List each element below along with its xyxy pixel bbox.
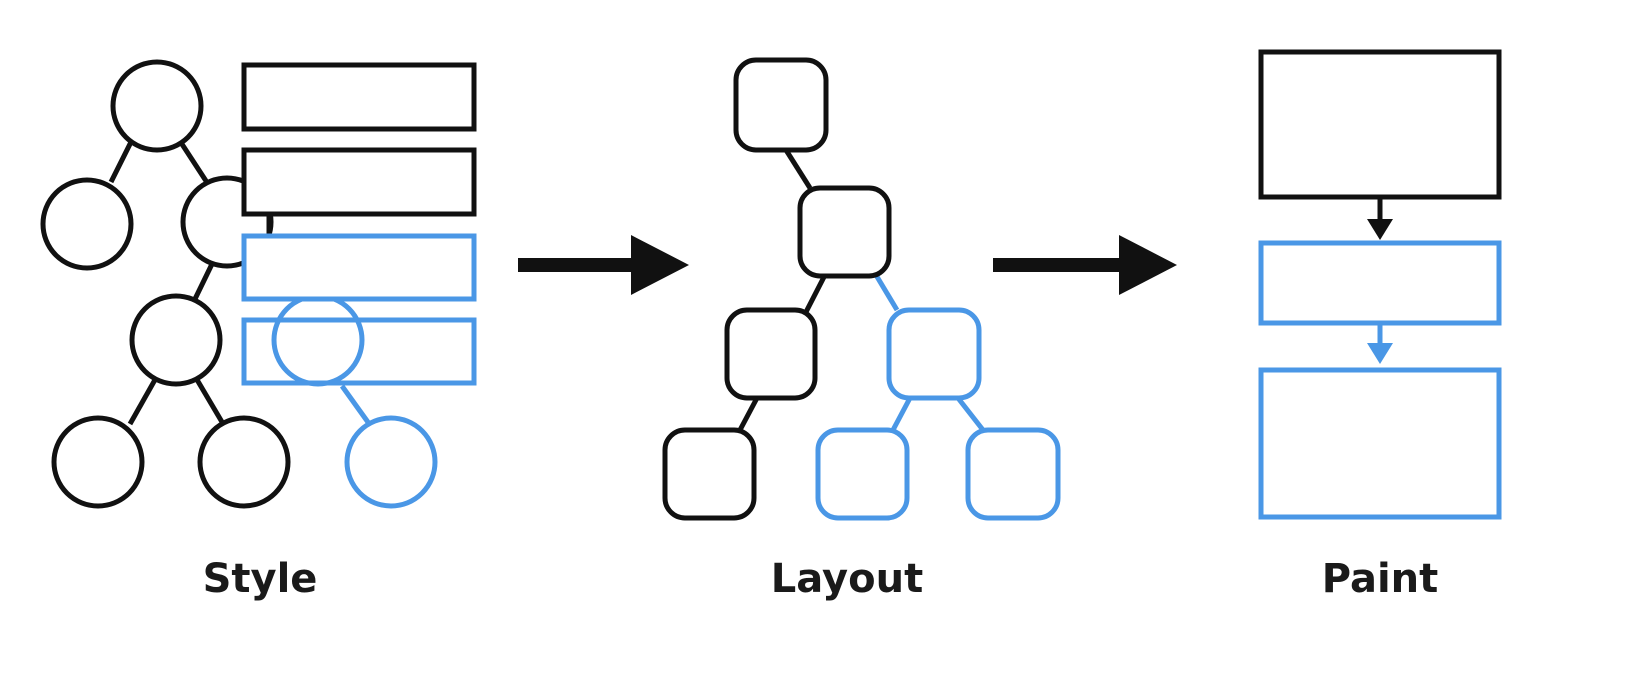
layout-node-highlighted xyxy=(815,427,910,521)
layout-box-tree xyxy=(662,57,1061,521)
layout-node xyxy=(733,57,829,153)
tree-edge xyxy=(175,136,211,186)
paint-stage: Paint xyxy=(1258,49,1502,602)
stage-label-style: Style xyxy=(203,556,318,602)
arrow-down-icon xyxy=(1367,343,1393,364)
tree-edge xyxy=(803,273,828,314)
style-rule-box xyxy=(241,147,477,217)
layout-tree-edges-highlighted xyxy=(873,273,985,432)
tree-node xyxy=(110,59,204,153)
stage-label-paint: Paint xyxy=(1322,556,1439,602)
tree-node xyxy=(129,293,223,387)
tree-node xyxy=(51,415,145,509)
tree-edge xyxy=(193,376,225,424)
arrow-right-icon xyxy=(518,235,689,295)
tree-edge xyxy=(956,396,985,432)
tree-node-highlighted xyxy=(344,415,438,509)
tree-node xyxy=(40,177,134,271)
tree-edge xyxy=(108,136,136,184)
tree-edge xyxy=(890,396,913,432)
stage-label-layout: Layout xyxy=(771,556,923,602)
tree-edge-highlighted xyxy=(339,384,373,427)
layout-node xyxy=(724,307,818,401)
paint-record-box xyxy=(1258,49,1502,200)
arrow-right-icon xyxy=(993,235,1177,295)
style-rule-box xyxy=(241,62,477,132)
style-rules xyxy=(241,62,477,386)
tree-edge xyxy=(737,396,760,432)
style-rule-box-highlighted xyxy=(241,233,477,302)
style-rule-box-highlighted xyxy=(241,317,477,386)
layout-tree-nodes-highlighted xyxy=(815,307,1061,521)
layout-node xyxy=(797,185,892,279)
layout-node-highlighted xyxy=(965,427,1061,521)
paint-record-box-highlighted xyxy=(1258,367,1502,520)
tree-node xyxy=(197,415,291,509)
style-tree-edges xyxy=(108,136,225,426)
layout-stage: Layout xyxy=(662,57,1061,602)
paint-record-box-highlighted xyxy=(1258,240,1502,326)
layout-tree-nodes xyxy=(662,57,892,521)
style-stage: Style xyxy=(40,59,477,602)
paint-records xyxy=(1258,49,1502,520)
arrow-down-icon xyxy=(1367,219,1393,240)
layout-tree-edges xyxy=(737,148,828,432)
tree-edge xyxy=(873,273,900,312)
layout-node xyxy=(662,427,757,521)
layout-node-highlighted xyxy=(886,307,982,401)
tree-node-highlighted xyxy=(271,293,365,387)
tree-edge xyxy=(192,262,215,301)
tree-edge xyxy=(783,148,813,190)
tree-edge xyxy=(127,376,159,426)
